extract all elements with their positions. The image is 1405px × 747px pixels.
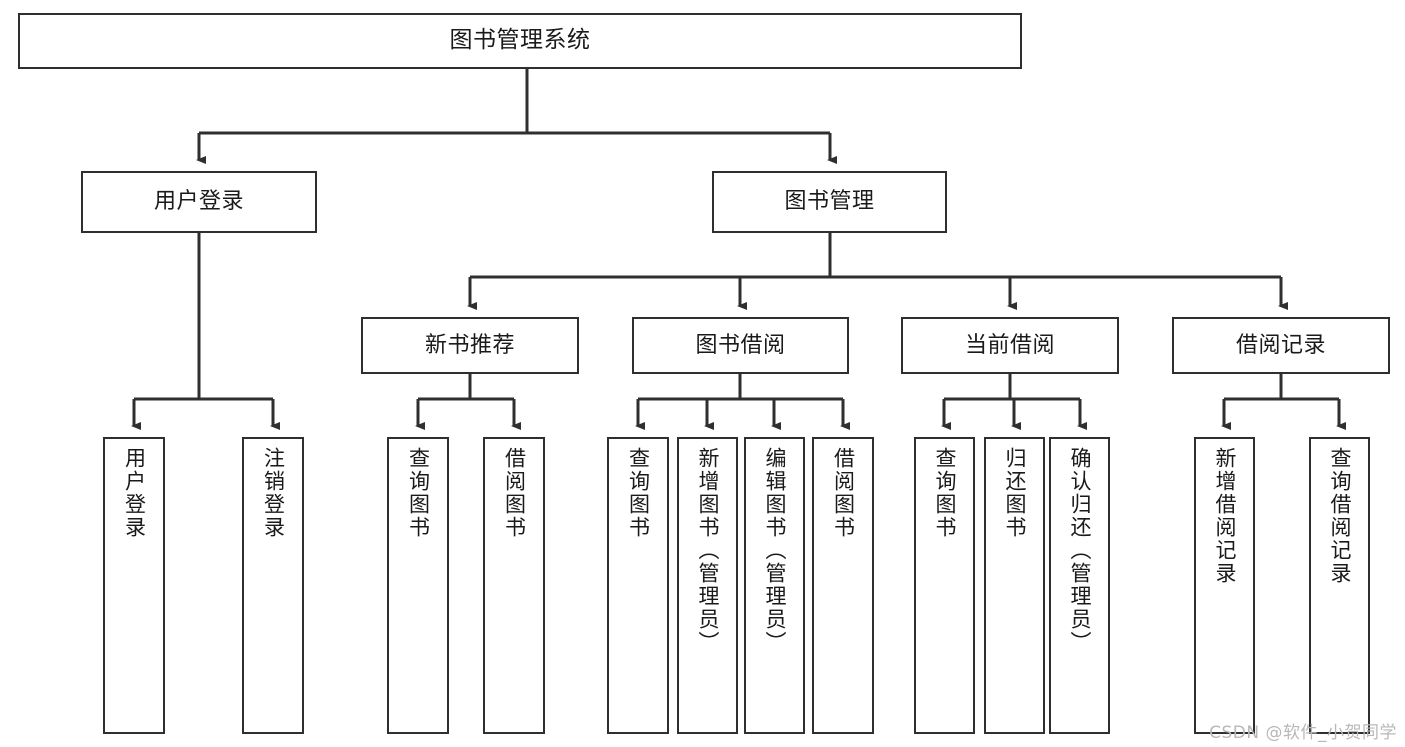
leaf-add-book-admin[interactable]: 新增图书（管理员） — [677, 437, 738, 734]
leaf-borrow-book-new[interactable]: 借阅图书 — [483, 437, 545, 734]
leaf-user-login[interactable]: 用户登录 — [103, 437, 165, 734]
leaf-query-book-new[interactable]: 查询图书 — [387, 437, 449, 734]
node-label: 借阅图书 — [502, 447, 527, 539]
leaf-confirm-return-admin[interactable]: 确认归还（管理员） — [1049, 437, 1110, 734]
node-label: 新书推荐 — [424, 332, 515, 358]
node-label: 新增图书（管理员） — [696, 447, 720, 654]
leaf-return-book[interactable]: 归还图书 — [984, 437, 1045, 734]
watermark: CSDN @软件_小贺同学 — [1209, 723, 1397, 743]
node-label: 查询图书 — [626, 447, 651, 539]
leaf-borrow-book[interactable]: 借阅图书 — [812, 437, 874, 734]
node-label: 查询借阅记录 — [1328, 447, 1352, 585]
leaf-query-book-current[interactable]: 查询图书 — [914, 437, 975, 734]
node-book-borrow[interactable]: 图书借阅 — [632, 317, 849, 374]
node-label: 查询图书 — [406, 447, 431, 539]
node-label: 确认归还（管理员） — [1068, 447, 1092, 654]
leaf-logout[interactable]: 注销登录 — [242, 437, 304, 734]
leaf-add-borrow-record[interactable]: 新增借阅记录 — [1194, 437, 1255, 734]
node-label: 图书借阅 — [695, 332, 786, 358]
node-current-borrow[interactable]: 当前借阅 — [901, 317, 1119, 374]
node-label: 归还图书 — [1003, 447, 1027, 539]
leaf-query-book-borrow[interactable]: 查询图书 — [607, 437, 669, 734]
node-borrow-record[interactable]: 借阅记录 — [1172, 317, 1390, 374]
node-label: 当前借阅 — [964, 332, 1055, 358]
node-label: 图书管理系统 — [449, 27, 591, 54]
leaf-query-borrow-record[interactable]: 查询借阅记录 — [1309, 437, 1370, 734]
leaf-edit-book-admin[interactable]: 编辑图书（管理员） — [744, 437, 805, 734]
node-label: 注销登录 — [261, 447, 286, 539]
node-new-book-recommend[interactable]: 新书推荐 — [361, 317, 579, 374]
node-label: 新增借阅记录 — [1213, 447, 1237, 585]
node-label: 查询图书 — [933, 447, 957, 539]
node-label: 借阅记录 — [1235, 332, 1326, 358]
node-label: 编辑图书（管理员） — [763, 447, 787, 654]
node-label: 用户登录 — [153, 189, 244, 215]
node-root-system[interactable]: 图书管理系统 — [18, 13, 1022, 69]
node-label: 图书管理 — [784, 189, 875, 215]
node-book-management[interactable]: 图书管理 — [712, 171, 947, 233]
node-label: 借阅图书 — [831, 447, 856, 539]
node-user-login[interactable]: 用户登录 — [81, 171, 317, 233]
node-label: 用户登录 — [122, 447, 147, 539]
